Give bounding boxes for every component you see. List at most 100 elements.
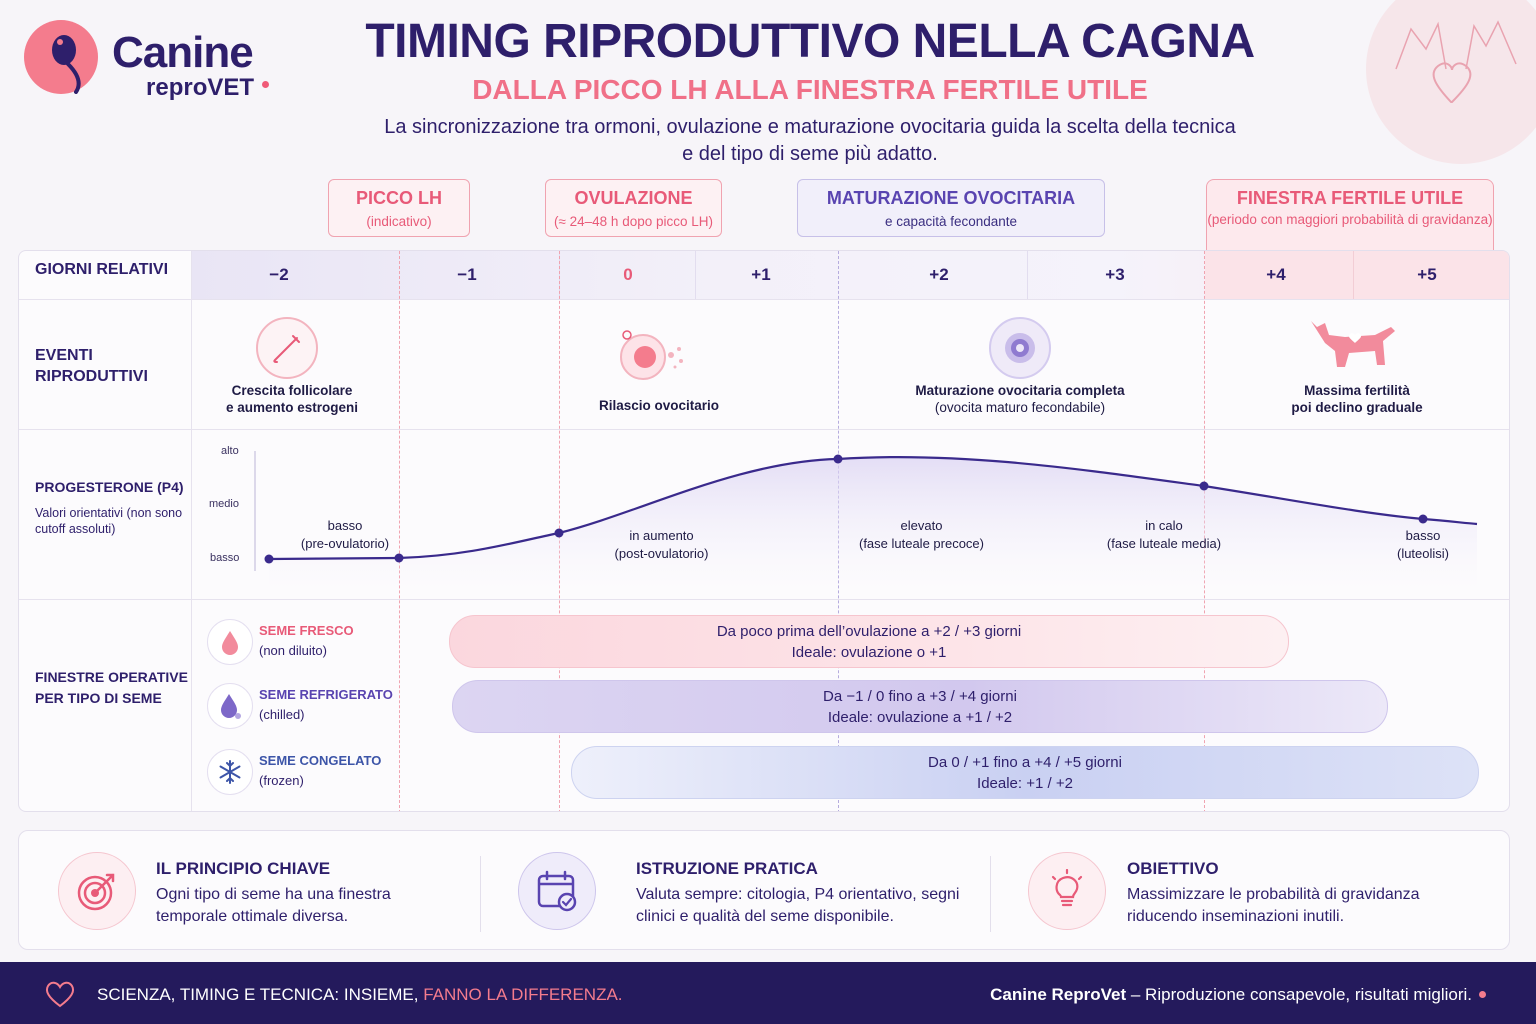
info-practical-title: ISTRUZIONE PRATICA <box>636 859 818 878</box>
semen-name: SEME CONGELATO <box>259 753 382 768</box>
row-divider <box>19 299 1509 300</box>
p4-label-falling: in calo (fase luteale media) <box>1089 517 1239 553</box>
p4-label-sub: (post-ovulatorio) <box>614 546 709 561</box>
footer-dot <box>1479 991 1486 998</box>
window-bar-fresh: Da poco prima dell’ovulazione a +2 / +3 … <box>449 615 1289 668</box>
info-key-principle-body: Ogni tipo di seme ha una finestra tempor… <box>156 886 391 925</box>
window-ideal: Ideale: ovulazione o +1 <box>791 644 947 661</box>
label-column-divider <box>191 251 192 811</box>
day-plus-1: +1 <box>751 265 771 284</box>
window-bar-frozen: Da 0 / +1 fino a +4 / +5 giorni Ideale: … <box>571 746 1479 799</box>
phase-tag-lh: PICCO LH (indicativo) <box>328 179 470 237</box>
day-plus-5: +5 <box>1417 265 1437 284</box>
footer-slogan: SCIENZA, TIMING E TECNICA: INSIEME, FANN… <box>97 985 623 1005</box>
day-minus-2: −2 <box>269 265 289 284</box>
p4-label-title: basso <box>327 518 363 533</box>
calendar-check-icon <box>518 852 596 930</box>
info-practical-body: Valuta sempre: citologia, P4 orientativo… <box>636 886 960 925</box>
day-plus-2: +2 <box>929 265 949 284</box>
window-ideal: Ideale: ovulazione a +1 / +2 <box>827 709 1013 726</box>
semen-sub: (frozen) <box>259 773 304 788</box>
p4-axis-mid: medio <box>209 498 239 510</box>
sperm-logo-icon <box>52 35 81 94</box>
event-sub: (ovocita maturo fecondabile) <box>934 400 1106 415</box>
p4-curve-chart <box>254 451 1478 591</box>
p4-point <box>833 454 843 464</box>
footer-slogan-accent: FANNO LA DIFFERENZA. <box>423 985 623 1004</box>
p4-area <box>269 457 1477 591</box>
semen-sub: (non diluito) <box>259 643 327 658</box>
day-separator <box>1027 251 1028 299</box>
footer-bar <box>0 962 1536 1024</box>
footer-brand-line: Canine ReproVet – Riproduzione consapevo… <box>990 985 1472 1005</box>
p4-line <box>268 455 1478 561</box>
event-sub: e aumento estrogeni <box>225 400 359 415</box>
p4-point <box>264 554 274 564</box>
info-key-principle-title: IL PRINCIPIO CHIAVE <box>156 859 331 878</box>
p4-label-high: elevato (fase luteale precoce) <box>844 517 999 553</box>
footer-slogan-text: SCIENZA, TIMING E TECNICA: INSIEME, <box>97 985 424 1004</box>
p4-label-title: elevato <box>900 518 943 533</box>
event-follicle-growth: Crescita follicolare e aumento estrogeni <box>199 382 385 416</box>
p4-label-sub: (fase luteale media) <box>1106 536 1222 551</box>
page-subtitle: DALLA PICCO LH ALLA FINESTRA FERTILE UTI… <box>472 74 1148 105</box>
semen-frozen-label: SEME CONGELATO (frozen) <box>259 751 381 791</box>
target-icon <box>58 852 136 930</box>
phase-ovulation-title: OVULAZIONE <box>574 188 693 208</box>
dog-cat-decoration <box>1366 0 1536 164</box>
phase-fertile-title: FINESTRA FERTILE UTILE <box>1236 188 1464 208</box>
dog-cat-heart-icon <box>1395 20 1517 103</box>
p4-label-sub: (pre-ovulatorio) <box>300 536 390 551</box>
phase-tag-fertile: FINESTRA FERTILE UTILE (periodo con magg… <box>1206 179 1494 251</box>
follicle-growth-icon <box>256 317 318 379</box>
semen-name: SEME REFRIGERATO <box>259 687 393 702</box>
event-oocyte-maturation: Maturazione ovocitaria completa (ovocita… <box>899 382 1141 416</box>
window-ideal: Ideale: +1 / +2 <box>977 775 1073 792</box>
day-0: 0 <box>623 265 633 284</box>
row-label-events: EVENTI RIPRODUTTIVI <box>35 347 148 385</box>
event-title: Massima fertilità <box>1304 383 1410 398</box>
snowflake-icon <box>207 749 253 795</box>
page-title: TIMING RIPRODUTTIVO NELLA CAGNA <box>365 15 1255 68</box>
chilled-drop-icon <box>207 683 253 729</box>
info-panel <box>18 830 1510 950</box>
brand-sub: reproVET <box>146 74 255 101</box>
fertile-days-band <box>1205 251 1509 299</box>
info-separator <box>480 856 481 932</box>
semen-chilled-label: SEME REFRIGERATO (chilled) <box>259 685 393 725</box>
p4-label-title: in calo <box>1145 518 1183 533</box>
row-label-windows: FINESTRE OPERATIVE PER TIPO DI SEME <box>35 669 188 706</box>
day-plus-4: +4 <box>1266 265 1286 284</box>
event-title: Rilascio ovocitario <box>598 398 720 413</box>
heart-icon <box>45 981 75 1008</box>
p4-point <box>394 553 404 563</box>
window-bar-chilled: Da −1 / 0 fino a +3 / +4 giorni Ideale: … <box>452 680 1388 733</box>
p4-axis-high: alto <box>221 445 239 457</box>
p4-label-title: in aumento <box>629 528 694 543</box>
brand-name: Canine <box>112 28 254 77</box>
oocyte-maturation-icon <box>989 317 1051 379</box>
phase-tag-ovulation: OVULAZIONE (≈ 24–48 h dopo picco LH) <box>545 179 722 237</box>
event-oocyte-release: Rilascio ovocitario <box>579 397 739 414</box>
dog-fertility-icon <box>1305 315 1401 375</box>
event-title: Maturazione ovocitaria completa <box>915 383 1125 398</box>
p4-point <box>1418 514 1428 524</box>
row-label-days: GIORNI RELATIVI <box>35 261 169 278</box>
semen-sub: (chilled) <box>259 707 305 722</box>
info-objective-title: OBIETTIVO <box>1127 859 1219 878</box>
event-title: Crescita follicolare <box>231 383 353 398</box>
p4-label-rising: in aumento (post-ovulatorio) <box>589 527 734 563</box>
phase-maturation-sub: e capacità fecondante <box>884 214 1018 229</box>
row-label-p4: PROGESTERONE (P4) <box>35 479 184 495</box>
footer-brand: Canine ReproVet <box>990 985 1127 1004</box>
p4-label-low-pre: basso (pre-ovulatorio) <box>275 517 415 553</box>
oocyte-release-icon <box>615 325 695 385</box>
intro-text: La sincronizzazione tra ormoni, ovulazio… <box>384 116 1236 165</box>
p4-axis-low: basso <box>210 552 240 564</box>
phase-lh-title: PICCO LH <box>355 188 442 208</box>
day-minus-1: −1 <box>457 265 477 284</box>
phase-maturation-title: MATURAZIONE OVOCITARIA <box>826 188 1076 208</box>
lh-peak-line <box>399 251 400 811</box>
event-max-fertility: Massima fertilità poi declino graduale <box>1269 382 1445 416</box>
semen-name: SEME FRESCO <box>259 623 354 638</box>
